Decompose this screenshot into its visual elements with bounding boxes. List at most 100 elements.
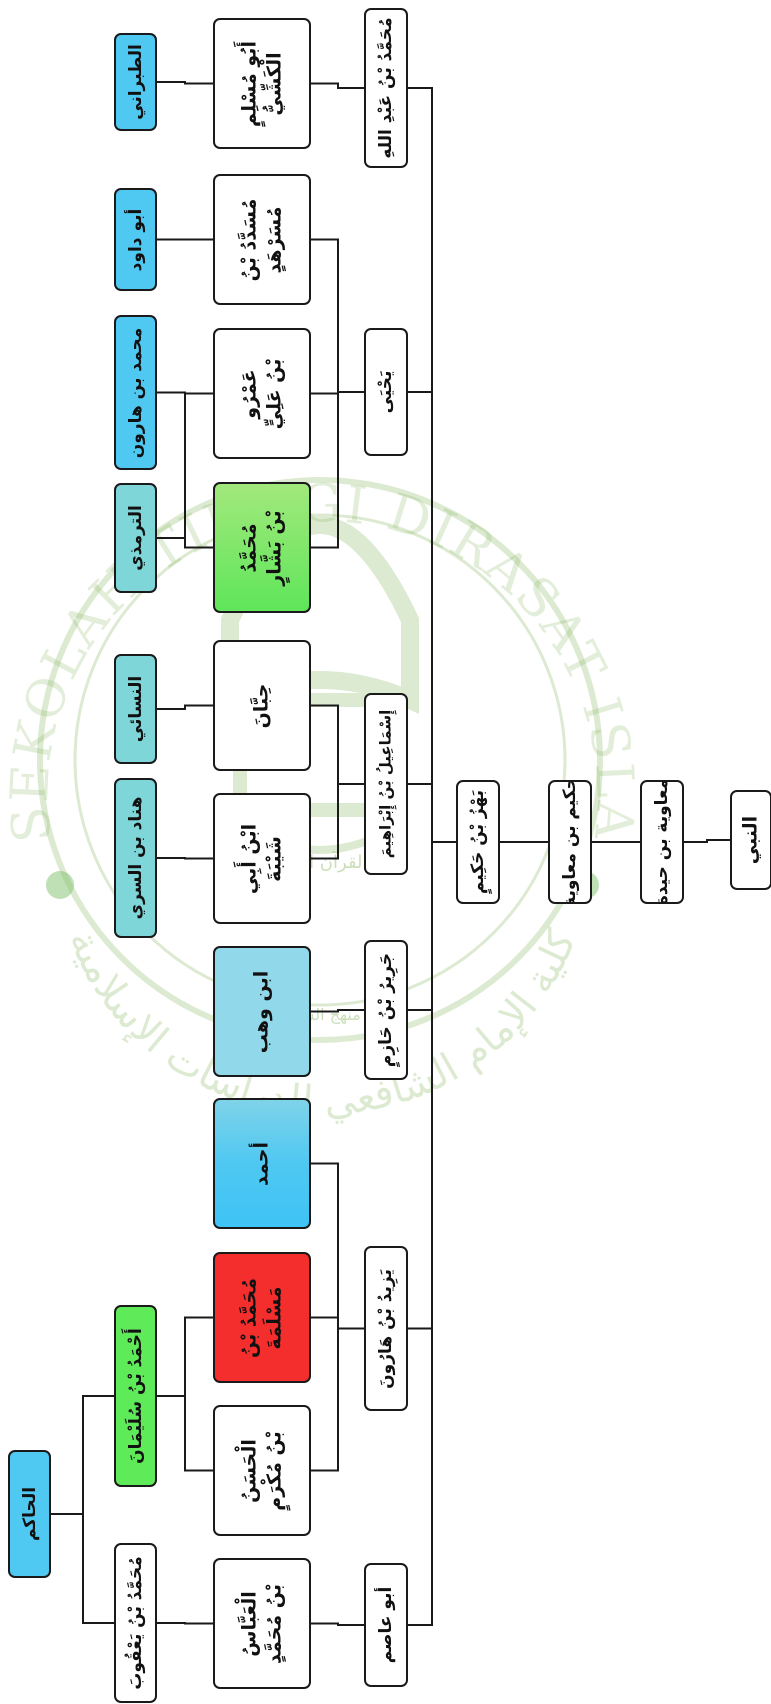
- connector-bahz-ismail: [408, 783, 456, 843]
- node-hannad: هناد بن السري: [114, 778, 157, 938]
- node-yahya: يَحْيَى: [364, 328, 408, 456]
- connector-sulayman-hakim_final: [51, 1395, 114, 1515]
- connector-abi_shayba-hannad: [157, 857, 213, 860]
- node-label-line2: بْنُ بَشَّارٍ: [263, 509, 285, 586]
- node-label: محمد بن هارون: [125, 327, 146, 458]
- node-hibban: حِبَّانَ: [213, 640, 311, 771]
- connector-yazid-ahmad: [311, 1162, 364, 1330]
- node-label: الترمذي: [125, 505, 146, 571]
- connector-abu_muslim-tabarani: [157, 81, 213, 85]
- node-label: الطبراني: [125, 44, 146, 120]
- node-label: أبو داود: [125, 208, 146, 271]
- node-label: يَزِيدُ بْنُ هَارُونَ: [375, 1268, 396, 1389]
- node-label-line1: الْحَسَنُ: [238, 1438, 261, 1503]
- node-muhammad-ibn-bashshar: مُحَمَّدُبْنُ بَشَّارٍ: [213, 482, 311, 613]
- connector-bahz-abu_asim: [408, 841, 456, 1626]
- node-musaddad: مُسَدَّدُ بْنُمُسَرْهَدٍ: [213, 174, 311, 305]
- node-hasan-ibn-mukram: الْحَسَنُبْنُ مُكْرَمٍ: [213, 1405, 311, 1536]
- node-label-line2: مَسْلَمَةَ: [263, 1285, 285, 1350]
- node-abu-asim: أبو عاصم: [364, 1563, 408, 1687]
- connector-amr-tirmidhi: [157, 392, 213, 539]
- node-label-line1: عَمْرُو: [238, 368, 261, 419]
- connector-abbas-yaqub: [157, 1622, 213, 1625]
- node-label: حِبَّانَ: [250, 683, 273, 728]
- connector-abu_asim-abbas: [311, 1622, 364, 1626]
- connector-bashshar-tirmidhi: [157, 537, 213, 549]
- watermark-arabic-text: كلية الإمام الشافعي للدراسات الإسلامية: [60, 923, 586, 1125]
- connector-bahz-yazid: [408, 841, 456, 1330]
- node-abbas-ibn-muhammad: الْعَبَّاسُبْنُ مُحَمَّدٍ: [213, 1558, 311, 1689]
- node-ibn-wahb: ابن وهب: [213, 946, 311, 1077]
- connector-bashshar-muhammad_harun: [157, 391, 213, 549]
- node-label: أَحْمَدُ بْنُ سُلَيْمَانَ: [125, 1328, 146, 1464]
- node-muhammad-ibn-yaqub: مُحَمَّدُ بْنُ يَعْقُوبَ: [114, 1543, 157, 1703]
- node-label-line2: الْكَشِّيُّ: [263, 51, 285, 116]
- node-label: حكيم بن معاوية: [559, 780, 580, 904]
- node-abu-muslim: أَبُو مُسْلِمٍالْكَشِّيُّ: [213, 18, 311, 149]
- node-label: جَرِيرُ بْنُ حَازِمٍ: [375, 952, 396, 1068]
- node-label: يَحْيَى: [375, 370, 396, 414]
- node-label: الحاكم: [19, 1486, 40, 1542]
- connector-yahya-bashshar: [311, 391, 364, 549]
- connector-ismail-abi_shayba: [311, 783, 364, 860]
- node-label-line1: مُحَمَّدُ: [238, 522, 261, 573]
- node-ahmad: أحمد: [213, 1098, 311, 1229]
- connector-yazid-hasan: [311, 1327, 364, 1472]
- node-label: هناد بن السري: [125, 796, 146, 920]
- watermark-flower-icon: [46, 871, 74, 899]
- node-label-line2: بْنُ مُحَمَّدٍ: [263, 1583, 285, 1664]
- node-tabarani: الطبراني: [114, 33, 157, 131]
- connector-bahz-jarir: [408, 841, 456, 1011]
- node-jarir: جَرِيرُ بْنُ حَازِمٍ: [364, 940, 408, 1080]
- watermark-arc-text: SEKOLAH TINGGI DIRASAT ISLAMIYAH IMAM SY…: [0, 0, 645, 845]
- node-label: أبو عاصم: [375, 1586, 396, 1664]
- node-tirmidhi: الترمذي: [114, 483, 157, 593]
- connector-jarir-ibn_wahb: [311, 1009, 364, 1013]
- node-label-line2: شَيْبَةَ: [263, 835, 285, 882]
- node-muhammad-ibn-harun: محمد بن هارون: [114, 315, 157, 470]
- node-label: بَهْزُ بْنُ حَكِيمٍ: [467, 789, 488, 895]
- node-label: إِسْمَاعِيلُ بْنُ إِبْرَاهِيمَ: [376, 709, 395, 859]
- connector-muhammad_abdullah-abu_muslim: [311, 82, 364, 89]
- node-label-line2: مُسَرْهَدٍ: [263, 205, 285, 274]
- connector-maslama-sulayman: [157, 1316, 213, 1397]
- node-nabi: النبي: [730, 790, 771, 890]
- node-label-line1: الْعَبَّاسُ: [238, 1590, 261, 1657]
- node-label: مُحَمَّدُ بْنُ عَبْدِ اللهِ: [375, 17, 396, 159]
- connector-yahya-musaddad: [311, 238, 364, 393]
- node-label: معاوية بن حيدة: [651, 780, 672, 904]
- node-label-line1: مُحَمَّدُ بْنُ: [238, 1277, 261, 1358]
- connector-bahz-muhammad_abdullah: [408, 87, 456, 843]
- node-label-line1: مُسَدَّدُ بْنُ: [238, 198, 261, 281]
- node-label-line1: أَبُو مُسْلِمٍ: [238, 40, 261, 127]
- node-label: النبي: [739, 815, 762, 865]
- connector-yahya-amr: [311, 391, 364, 395]
- node-label-line1: ابْنُ أَبِي: [238, 823, 261, 894]
- connector-amr-muhammad_harun: [157, 391, 213, 395]
- connector-ismail-hibban: [311, 704, 364, 785]
- node-label-line2: بْنُ عَلِيٍّ: [263, 358, 285, 429]
- connector-hasan-sulayman: [157, 1395, 213, 1472]
- node-abu-dawud: أبو داود: [114, 188, 157, 291]
- node-muhammad-ibn-abdullah: مُحَمَّدُ بْنُ عَبْدِ اللهِ: [364, 8, 408, 168]
- node-label: مُحَمَّدُ بْنُ يَعْقُوبَ: [125, 1556, 146, 1690]
- node-nasai: النسائي: [114, 654, 157, 764]
- node-muhammad-ibn-maslama: مُحَمَّدُ بْنُمَسْلَمَةَ: [213, 1252, 311, 1383]
- node-al-hakim: الحاكم: [8, 1450, 51, 1578]
- node-label: ابن وهب: [250, 970, 273, 1053]
- node-hakim: حكيم بن معاوية: [548, 780, 592, 904]
- connector-hibban-nasai: [157, 704, 213, 710]
- node-ahmad-ibn-sulayman: أَحْمَدُ بْنُ سُلَيْمَانَ: [114, 1305, 157, 1487]
- connector-yazid-maslama: [311, 1316, 364, 1330]
- node-muawiya: معاوية بن حيدة: [640, 780, 684, 904]
- node-label: النسائي: [125, 675, 146, 743]
- connector-yaqub-hakim_final: [51, 1513, 114, 1624]
- node-ismail: إِسْمَاعِيلُ بْنُ إِبْرَاهِيمَ: [364, 693, 408, 875]
- node-label: أحمد: [250, 1141, 273, 1186]
- node-label-line2: بْنُ مُكْرَمٍ: [263, 1430, 285, 1511]
- connector-nabi-muawiya: [684, 839, 730, 843]
- connector-bahz-yahya: [408, 391, 456, 843]
- node-yazid: يَزِيدُ بْنُ هَارُونَ: [364, 1246, 408, 1411]
